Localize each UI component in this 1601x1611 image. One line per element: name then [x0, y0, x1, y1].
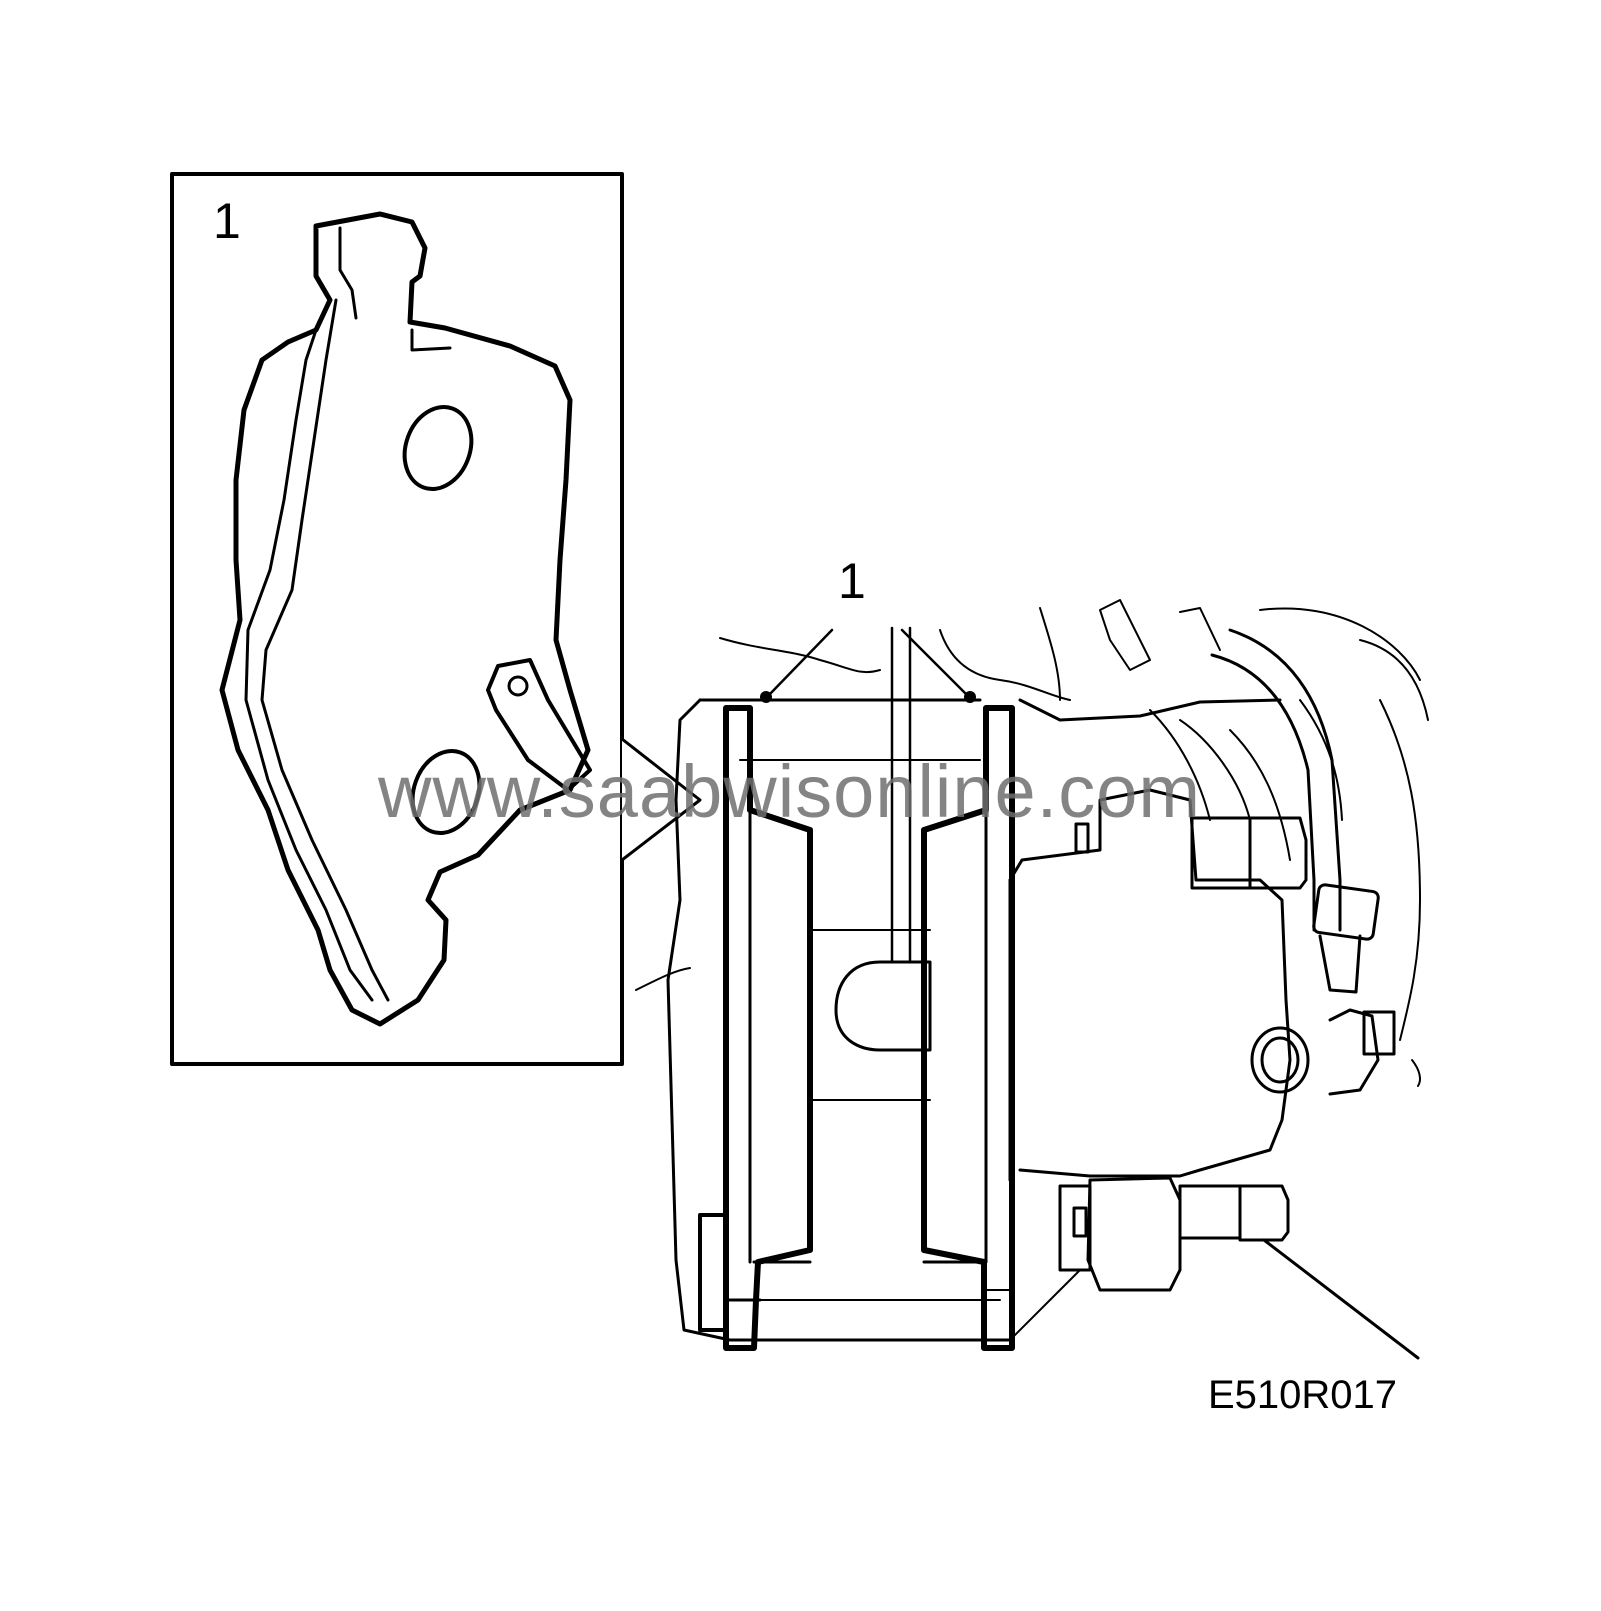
wear-indicator-outer [698, 1213, 728, 1332]
pad-hole-lower [410, 749, 482, 835]
leader-line-left [766, 628, 834, 698]
inset-frame [170, 172, 624, 1066]
inner-brake-pad [921, 705, 1015, 1351]
callout-dot-left [760, 691, 772, 703]
brake-pad-illustration [219, 211, 592, 1027]
guide-bolt [1250, 1026, 1310, 1094]
hose-fitting [1312, 883, 1380, 941]
caliper-piston [834, 960, 932, 1052]
caliper-assembly [635, 599, 1429, 1360]
leader-line-right [900, 628, 970, 698]
pad-hole-upper [402, 405, 474, 491]
callout-number-inset: 1 [213, 193, 241, 249]
callout-dot-right [964, 691, 976, 703]
outer-brake-pad [698, 705, 813, 1351]
wear-indicator-clip [486, 658, 592, 792]
figure-code: E510R017 [1208, 1373, 1398, 1417]
inset-pointer [620, 737, 702, 862]
leader-line-lower-bolt [1262, 1238, 1420, 1360]
callout-number-assembly: 1 [838, 553, 866, 609]
watermark-text: www.saabwisonline.com [378, 750, 1202, 833]
